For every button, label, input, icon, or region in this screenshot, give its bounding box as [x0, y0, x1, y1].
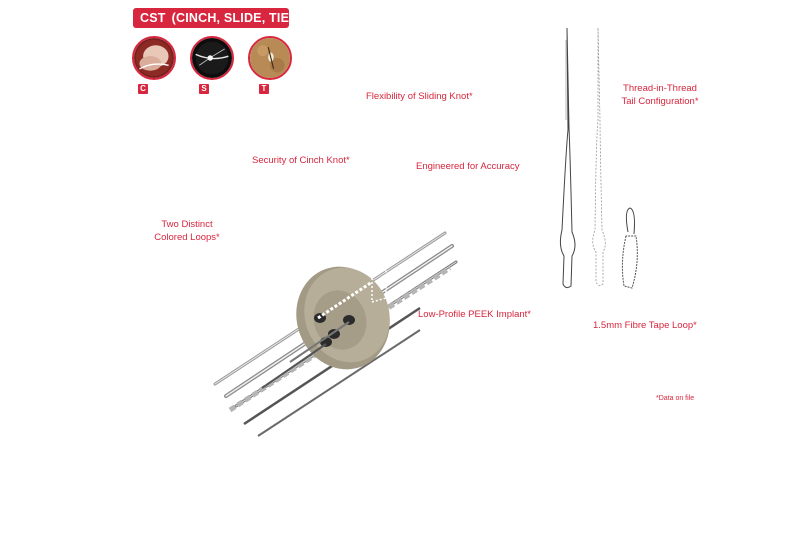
callout-cinch-knot: Security of Cinch Knot* [252, 155, 350, 166]
callout-sliding-knot: Flexibility of Sliding Knot* [366, 91, 473, 102]
callout-peek-implant: Low-Profile PEEK Implant* [418, 309, 531, 320]
callout-thread-line-1: Thread-in-Thread [623, 83, 697, 94]
callout-thread-line-2: Tail Configuration* [621, 96, 699, 107]
knot-letter-t: T [259, 84, 269, 94]
knot-letter-c: C [138, 84, 148, 94]
callout-fibre-tape: 1.5mm Fibre Tape Loop* [593, 320, 697, 331]
slide-knot-photo-icon [190, 36, 234, 80]
cinch-knot-photo-icon [132, 36, 176, 80]
tie-knot-photo-icon [248, 36, 292, 80]
badge-code: CST [140, 11, 166, 25]
callout-loops-line-1: Two Distinct [161, 219, 213, 230]
footnote-data-on-file: *Data on file [656, 395, 695, 402]
cst-badge: CST (CINCH, SLIDE, TIE) [133, 8, 293, 28]
knot-letter-s: S [199, 84, 209, 94]
callout-colored-loops: Two Distinct Colored Loops* [142, 218, 232, 244]
badge-text: (CINCH, SLIDE, TIE) [171, 11, 294, 25]
callout-loops-line-2: Colored Loops* [154, 232, 220, 243]
callout-thread-in-thread: Thread-in-Thread Tail Configuration* [600, 82, 720, 108]
callout-accuracy: Engineered for Accuracy [416, 161, 520, 172]
